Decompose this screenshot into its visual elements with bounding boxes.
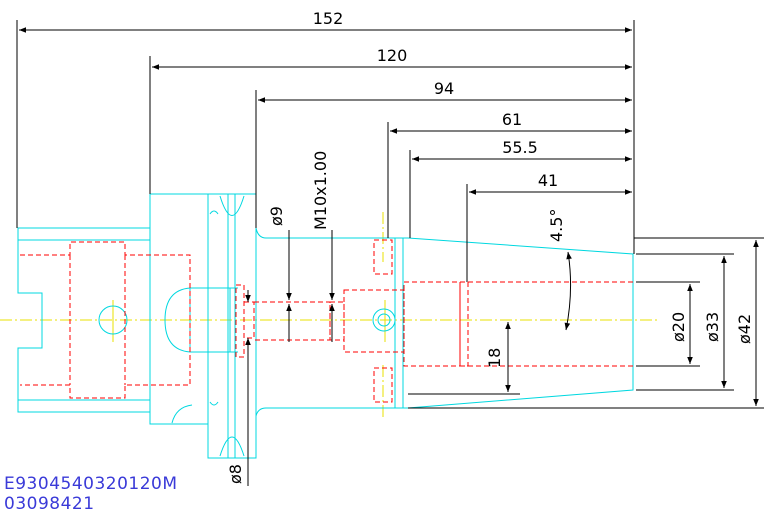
part-code-line-1: E9304540320120M <box>4 474 178 494</box>
part-code-line-2: 03098421 <box>4 494 95 514</box>
dia-9-label: ø9 <box>267 206 286 226</box>
dia-42-label: ø42 <box>735 314 754 344</box>
taper-angle-label: 4.5° <box>547 209 566 242</box>
dim-41-label: 41 <box>538 171 558 190</box>
dim-152-label: 152 <box>313 9 344 28</box>
dia-33-label: ø33 <box>703 312 722 342</box>
dim-120-label: 120 <box>377 46 408 65</box>
dia-8-label: ø8 <box>226 464 245 484</box>
centerlines <box>0 212 660 420</box>
thread-label: M10x1.00 <box>311 151 330 230</box>
dim-61-label: 61 <box>502 110 522 129</box>
dim-94-label: 94 <box>434 79 454 98</box>
hidden-lines <box>20 239 633 403</box>
dimension-lines <box>16 20 764 486</box>
dim-55-5-label: 55.5 <box>502 138 538 157</box>
holder-outline <box>17 193 634 459</box>
dia-20-label: ø20 <box>669 312 688 342</box>
depth-18-label: 18 <box>485 348 504 368</box>
